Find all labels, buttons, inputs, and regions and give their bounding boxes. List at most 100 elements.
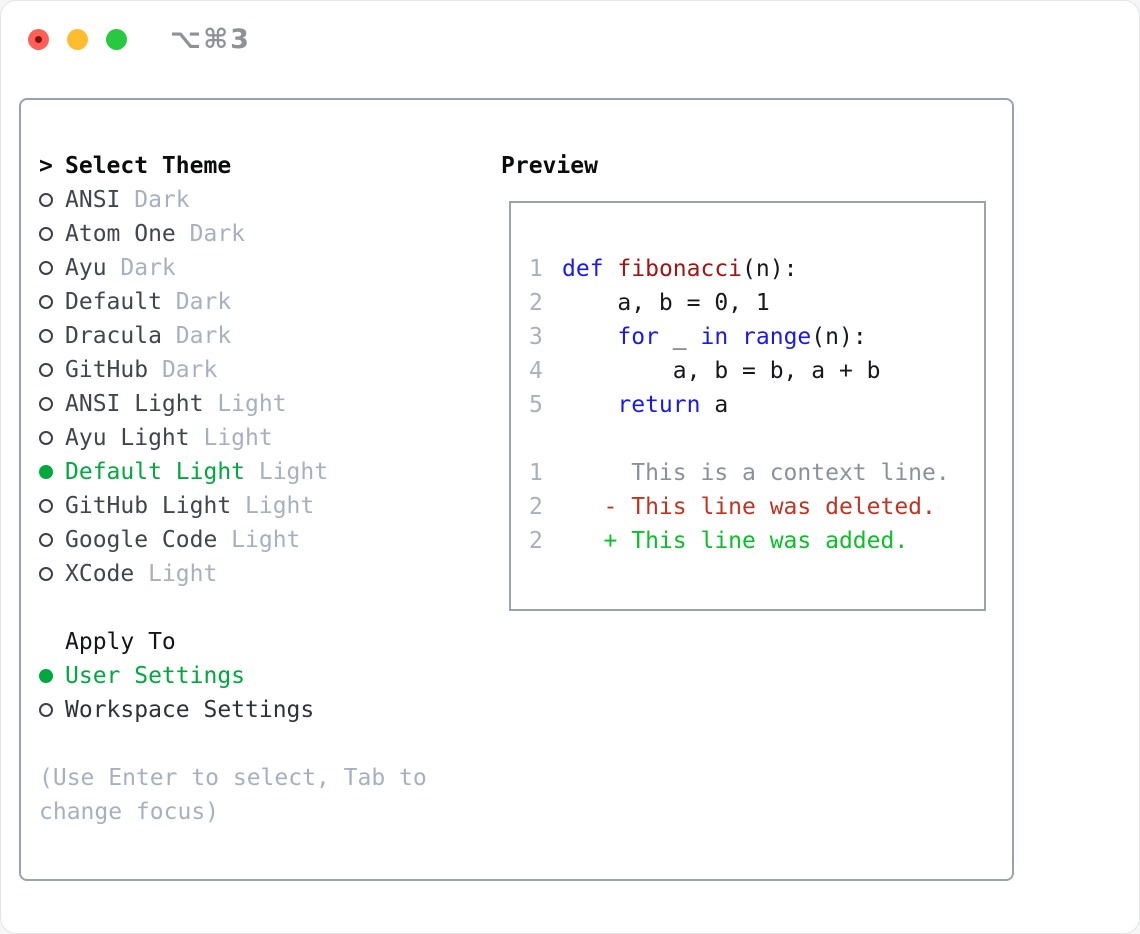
theme-option-atom-one[interactable]: Atom One Dark xyxy=(39,217,501,251)
line-number: 1 xyxy=(529,256,543,282)
radio-icon xyxy=(39,227,65,241)
line-content: - This line was deleted. xyxy=(562,490,936,524)
theme-name: Atom One xyxy=(65,221,176,247)
radio-icon xyxy=(39,261,65,275)
apply-option-user-settings[interactable]: User Settings xyxy=(39,659,501,693)
radio-dot xyxy=(39,193,53,207)
code-segment xyxy=(562,392,617,418)
diff-line: 2 - This line was deleted. xyxy=(529,490,978,524)
line-content: + This line was added. xyxy=(562,524,909,558)
code-segment: (n): xyxy=(742,256,798,282)
line-number: 1 xyxy=(529,460,543,486)
window-title: ⌥⌘3 xyxy=(170,23,251,55)
theme-name: Ayu Light xyxy=(65,425,190,451)
close-button[interactable] xyxy=(28,28,49,50)
code-segment: for xyxy=(617,324,659,350)
theme-variant: Dark xyxy=(175,289,232,315)
line-content: a, b = 0, 1 xyxy=(562,286,770,320)
code-segment: - This line was deleted. xyxy=(562,494,936,520)
diff-line: 2 + This line was added. xyxy=(529,524,978,558)
theme-variant: Dark xyxy=(189,221,246,247)
radio-icon xyxy=(39,703,65,717)
gap xyxy=(39,591,501,625)
theme-variant: Dark xyxy=(134,187,190,213)
selected-radio-icon xyxy=(39,669,65,683)
line-number: 2 xyxy=(529,528,543,554)
radio-dot xyxy=(39,567,53,581)
line-content: return a xyxy=(562,388,728,422)
theme-name: ANSI xyxy=(65,187,121,213)
theme-name: Ayu xyxy=(65,255,107,281)
theme-variant: Light xyxy=(217,391,287,417)
theme-variant: Light xyxy=(245,493,315,519)
radio-icon xyxy=(39,329,65,343)
theme-name: Dracula xyxy=(65,323,162,349)
diff-preview: 1 This is a context line.2 - This line w… xyxy=(529,456,978,558)
select-theme-label: Select Theme xyxy=(65,153,232,179)
line-content: for _ in range(n): xyxy=(562,320,867,354)
code-segment: + This line was added. xyxy=(562,528,909,554)
code-segment: a, b = 0, 1 xyxy=(562,290,770,316)
line-content: a, b = b, a + b xyxy=(562,354,881,388)
radio-icon xyxy=(39,295,65,309)
minimize-button[interactable] xyxy=(67,28,88,50)
apply-to-label: Apply To xyxy=(65,629,176,655)
radio-dot xyxy=(39,329,53,343)
line-number: 2 xyxy=(529,290,543,316)
theme-option-github[interactable]: GitHub Dark xyxy=(39,353,501,387)
code-line: 4 a, b = b, a + b xyxy=(529,354,978,388)
focus-caret-icon: > xyxy=(39,153,53,179)
radio-dot xyxy=(39,431,53,445)
code-segment: This is a context line. xyxy=(562,460,950,486)
radio-dot xyxy=(39,261,53,275)
radio-dot xyxy=(39,533,53,547)
theme-variant: Dark xyxy=(175,323,232,349)
preview-header: Preview xyxy=(501,149,1002,183)
radio-dot xyxy=(39,295,53,309)
code-line: 2 a, b = 0, 1 xyxy=(529,286,978,320)
code-segment: def xyxy=(562,256,604,282)
radio-icon xyxy=(39,397,65,411)
code-segment xyxy=(604,256,618,282)
code-line: 3 for _ in range(n): xyxy=(529,320,978,354)
line-content: def fibonacci(n): xyxy=(562,252,797,286)
code-segment: range xyxy=(742,324,812,350)
radio-icon xyxy=(39,567,65,581)
code-segment: in xyxy=(700,324,729,350)
theme-option-ansi[interactable]: ANSI Dark xyxy=(39,183,501,217)
code-segment: _ xyxy=(658,324,701,350)
close-dot-icon xyxy=(35,35,42,43)
line-number: 5 xyxy=(529,392,543,418)
theme-name: GitHub xyxy=(65,357,149,383)
code-segment: fibonacci xyxy=(617,256,743,282)
apply-option-workspace-settings[interactable]: Workspace Settings xyxy=(39,693,501,727)
apply-to-header: Apply To xyxy=(39,625,501,659)
radio-icon xyxy=(39,363,65,377)
code-segment: (n): xyxy=(811,324,867,350)
apply-option-label: Workspace Settings xyxy=(65,697,315,723)
preview-label: Preview xyxy=(501,153,598,179)
theme-name: XCode xyxy=(65,561,135,587)
theme-variant: Light xyxy=(258,459,329,485)
radio-dot xyxy=(39,227,53,241)
theme-option-dracula[interactable]: Dracula Dark xyxy=(39,319,501,353)
code-segment xyxy=(728,324,742,350)
diff-line: 1 This is a context line. xyxy=(529,456,978,490)
gap xyxy=(529,422,978,456)
theme-variant: Dark xyxy=(161,357,218,383)
radio-icon xyxy=(39,533,65,547)
maximize-button[interactable] xyxy=(106,28,127,50)
